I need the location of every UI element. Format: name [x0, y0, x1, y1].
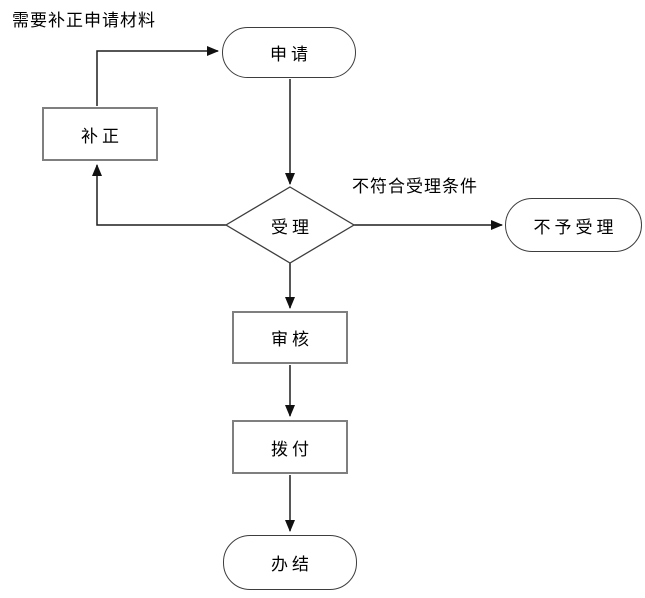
note-reject-condition: 不符合受理条件: [352, 177, 478, 196]
edge-correction-to-apply: [96, 46, 219, 106]
node-disburse: 拨付: [232, 420, 348, 474]
node-apply: 申请: [222, 27, 356, 78]
node-correction-label: 补正: [81, 126, 123, 146]
node-review-label: 审核: [271, 330, 313, 349]
node-reject-label: 不予受理: [533, 217, 618, 237]
decision-diamond-shape: [224, 186, 356, 264]
node-disburse-label: 拨付: [271, 439, 313, 459]
node-apply-label: 申请: [270, 45, 312, 64]
node-correction: 补正: [42, 107, 158, 161]
node-accept-decision: 受理: [226, 187, 354, 263]
edge-accept-to-correction: [92, 164, 226, 226]
node-reject: 不予受理: [505, 198, 642, 252]
node-accept-label: 受理: [271, 217, 313, 237]
node-complete: 办结: [223, 535, 357, 590]
note-need-correction: 需要补正申请材料: [12, 11, 156, 30]
node-complete-label: 办结: [271, 555, 313, 574]
node-review: 审核: [232, 311, 348, 364]
